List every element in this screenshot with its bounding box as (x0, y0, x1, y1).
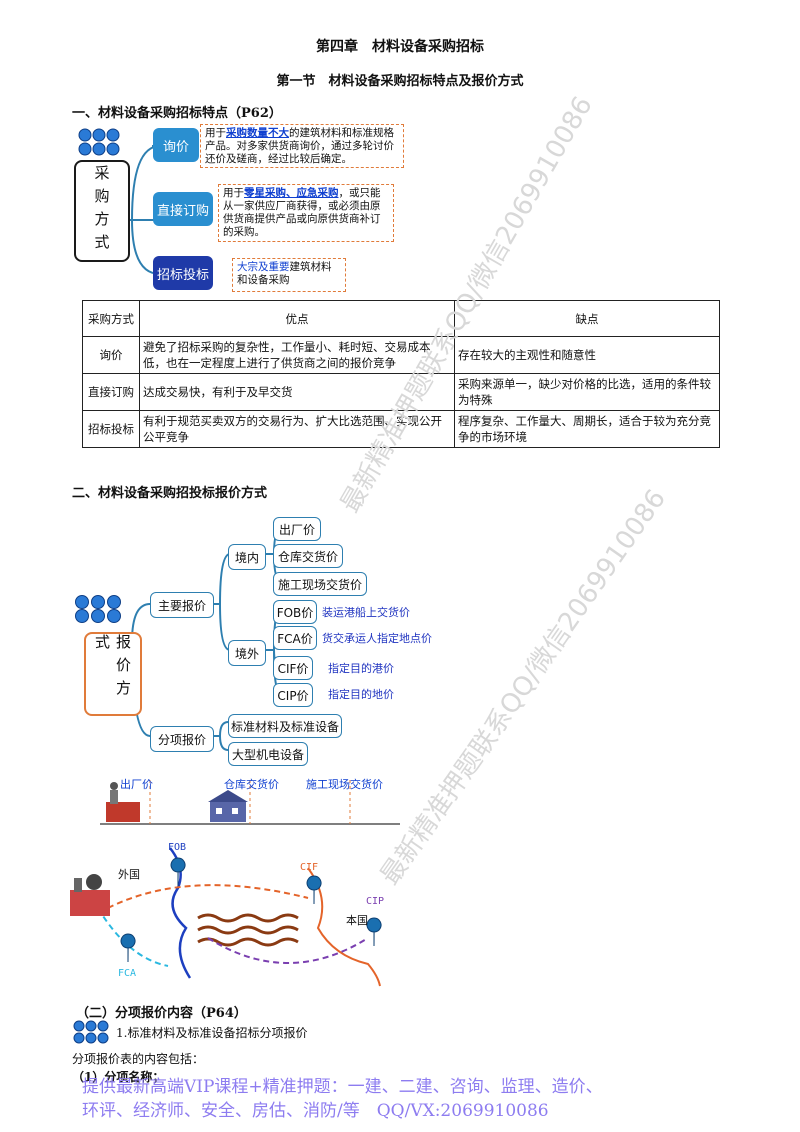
map-label-foreign: 外国 (118, 868, 140, 881)
node-foreign: 境外 (228, 640, 266, 666)
comparison-table: 采购方式 优点 缺点 询价 避免了招标采购的复杂性，工作量小、耗时短、交易成本低… (82, 300, 720, 448)
footer-line-1: 提供最新高端VIP课程+精准押题：一建、二建、咨询、监理、造价、 (82, 1077, 603, 1097)
table-row: 招标投标 有利于规范买卖双方的交易行为、扩大比选范围、实现公开公平竞争 程序复杂… (82, 410, 720, 448)
table-cell: 采购来源单一，缺少对价格的比选，适用的条件较为特殊 (454, 373, 720, 411)
footer-line-2: 环评、经济师、安全、房估、消防/等 QQ/VX:2069910086 (82, 1101, 549, 1121)
gem-cluster-icon (78, 128, 120, 156)
mindmap-1-root: 采购方式 (74, 160, 130, 262)
timeline-label-warehouse: 仓库交货价 (224, 778, 279, 791)
warehouse-icon (208, 790, 248, 822)
watermark: 最新精准押题联系QQ/微信2069910086 (374, 484, 673, 891)
node-standard-materials: 标准材料及标准设备 (228, 714, 342, 738)
section-title: 第一节 材料设备采购招标特点及报价方式 (276, 74, 524, 89)
node-domestic: 境内 (228, 544, 266, 570)
node-fca: FCA价 (273, 626, 317, 650)
heading-1: 一、材料设备采购招标特点（P62） (72, 106, 282, 121)
note-tendering: 大宗及重要建筑材料和设备采购 (232, 258, 346, 292)
table-row: 直接订购 达成交易快，有利于及早交货 采购来源单一，缺少对价格的比选，适用的条件… (82, 373, 720, 411)
table-header-cons: 缺点 (454, 300, 720, 337)
table-cell: 避免了招标采购的复杂性，工作量小、耗时短、交易成本低，也在一定程度上进行了供货商… (139, 336, 455, 374)
node-large-equipment: 大型机电设备 (228, 742, 308, 766)
table-header-method: 采购方式 (82, 300, 140, 337)
location-pin-icons (120, 857, 382, 963)
table-header-pros: 优点 (139, 300, 455, 337)
node-inquiry: 询价 (153, 128, 199, 162)
node-warehouse: 仓库交货价 (273, 544, 343, 568)
timeline-label-factory: 出厂价 (120, 778, 153, 791)
note-inquiry: 用于采购数量不大的建筑材料和标准规格产品。对多家供货商询价，通过多轮讨价还价及磋… (200, 124, 404, 168)
item-2: （1）分项名称； (72, 1070, 165, 1084)
chapter-title: 第四章 材料设备采购招标 (316, 39, 484, 55)
map-label-cip: CIP (366, 896, 385, 907)
table-cell: 招标投标 (82, 410, 140, 448)
node-ex-factory: 出厂价 (273, 517, 321, 541)
paragraph-1: 分项报价表的内容包括： (72, 1052, 205, 1066)
map-label-home: 本国 (346, 914, 368, 927)
node-fob: FOB价 (273, 600, 317, 624)
label-fca-desc: 货交承运人指定地点价 (322, 632, 432, 645)
timeline-label-site: 施工现场交货价 (306, 778, 383, 791)
note-direct-order: 用于零星采购、应急采购，或只能从一家供应厂商获得，或必须由原供货商提供产品或向原… (218, 184, 394, 242)
item-1: 1.标准材料及标准设备招标分项报价 (116, 1026, 308, 1040)
node-site-delivery: 施工现场交货价 (273, 572, 367, 596)
table-cell: 直接订购 (82, 373, 140, 411)
mindmap-2-root: 报价方式 (84, 632, 142, 716)
node-direct-order: 直接订购 (153, 192, 213, 226)
heading-3: （二）分项报价内容（P64） (76, 1006, 247, 1021)
factory-icon (106, 782, 140, 822)
table-cell: 询价 (82, 336, 140, 374)
table-cell: 存在较大的主观性和随意性 (454, 336, 720, 374)
map-label-fob: FOB (168, 842, 187, 853)
table-cell: 程序复杂、工作量大、周期长，适合于较为充分竞争的市场环境 (454, 410, 720, 448)
label-cif-desc: 指定目的港价 (328, 662, 394, 675)
node-main-quote: 主要报价 (150, 592, 214, 618)
map-label-fca: FCA (118, 968, 137, 979)
node-cip: CIP价 (273, 683, 313, 707)
node-cif: CIF价 (273, 656, 313, 680)
label-fob-desc: 装运港船上交货价 (322, 606, 410, 619)
gem-cluster-icon (75, 595, 121, 623)
heading-2: 二、材料设备采购招投标报价方式 (72, 486, 268, 501)
trade-route-map (70, 847, 382, 987)
node-tendering: 招标投标 (153, 256, 213, 290)
overseas-factory-icon (70, 874, 110, 916)
map-label-cif: CIF (300, 862, 319, 873)
label-cip-desc: 指定目的地价 (328, 688, 394, 701)
table-cell: 有利于规范买卖双方的交易行为、扩大比选范围、实现公开公平竞争 (139, 410, 455, 448)
delivery-timeline (100, 780, 400, 825)
table-row: 询价 避免了招标采购的复杂性，工作量小、耗时短、交易成本低，也在一定程度上进行了… (82, 336, 720, 374)
gem-cluster-icon (73, 1020, 109, 1044)
node-itemized-quote: 分项报价 (150, 726, 214, 752)
